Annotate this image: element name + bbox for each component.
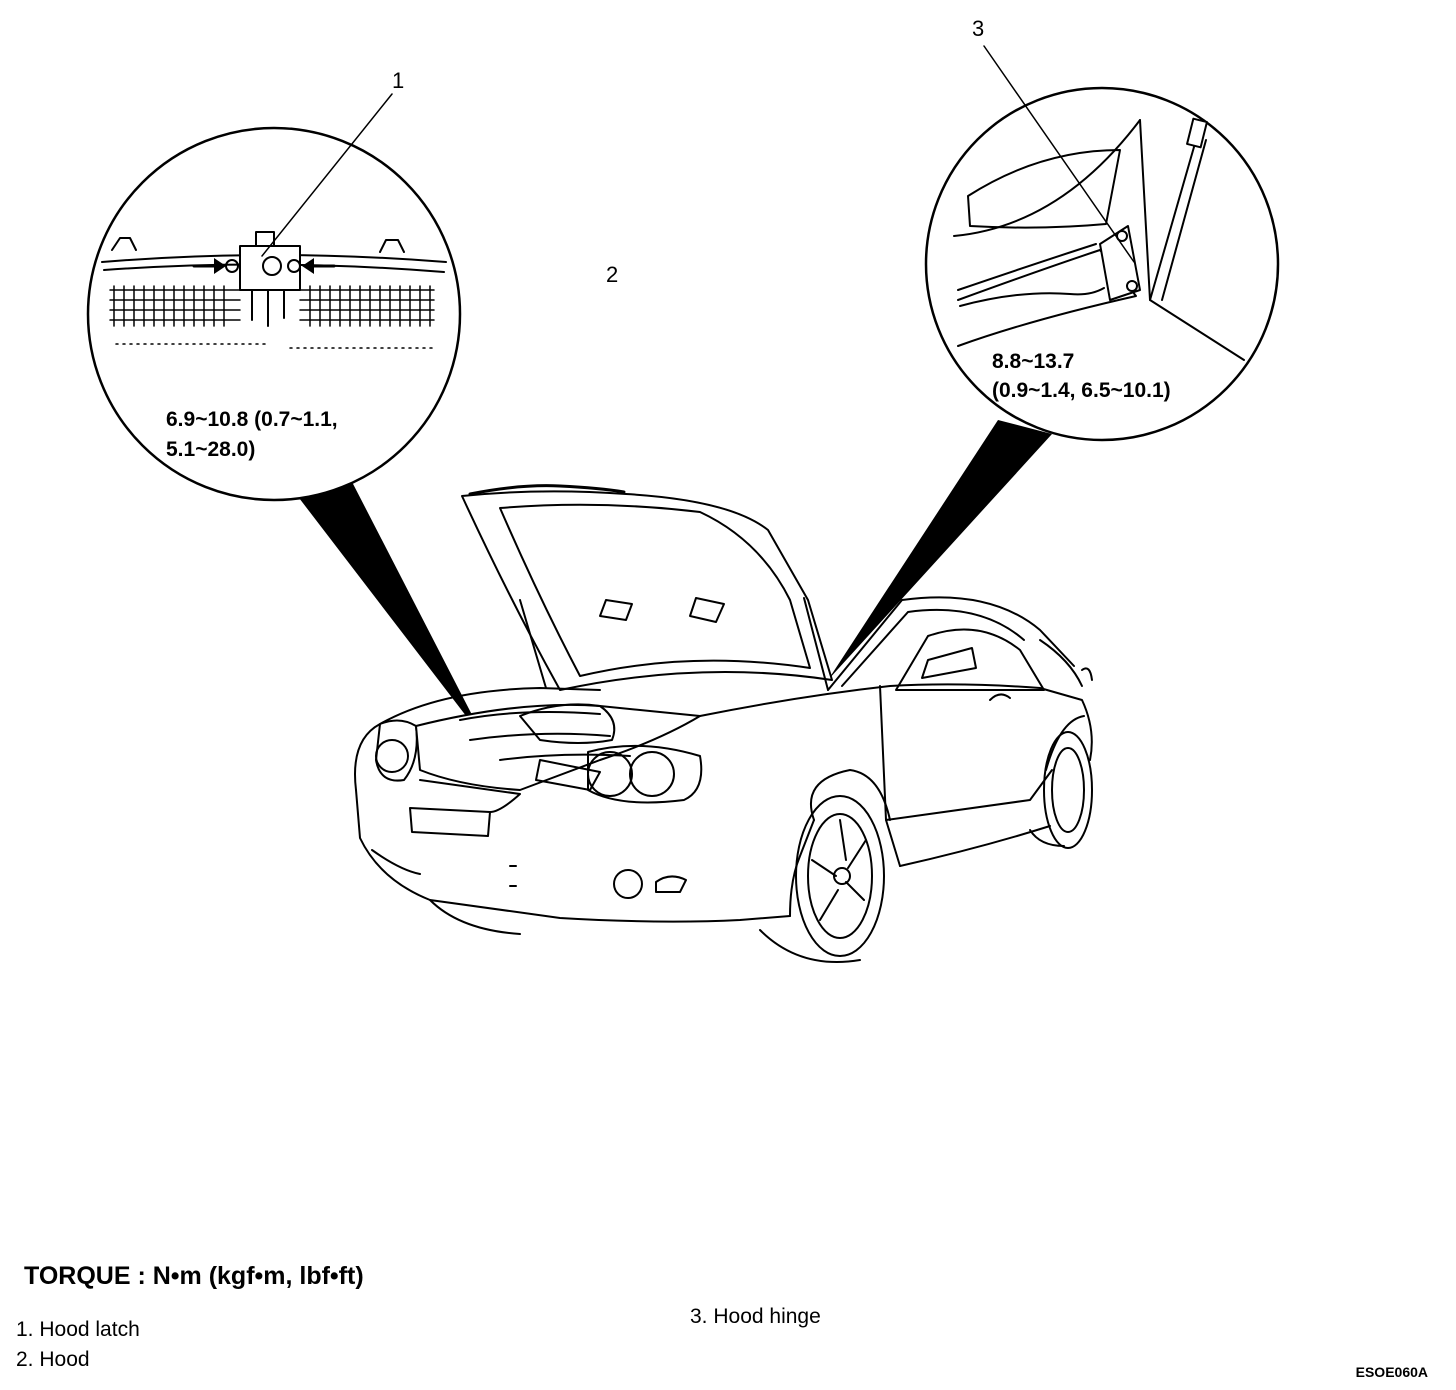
hinge-detail-circle: [924, 86, 1280, 442]
legend-item-hood: 2. Hood: [16, 1348, 90, 1371]
latch-torque-spec-line1: 6.9~10.8 (0.7~1.1,: [166, 408, 338, 431]
torque-unit-label: TORQUE : N•m (kgf•m, lbf•ft): [24, 1262, 364, 1290]
car-illustration: [354, 484, 1093, 963]
latch-torque-spec-line2: 5.1~28.0): [166, 438, 256, 461]
figure-code: ESOE060A: [1355, 1364, 1428, 1380]
callout-hood: 2: [606, 262, 619, 287]
hinge-torque-spec-line2: (0.9~1.4, 6.5~10.1): [992, 379, 1171, 402]
hinge-detail-view: [924, 45, 1280, 442]
latch-detail-circle: [86, 126, 462, 502]
hinge-pointer-wedge: [828, 420, 1052, 680]
latch-pointer-wedge: [296, 478, 486, 742]
latch-detail-view: [86, 93, 462, 502]
legend-item-hood-hinge: 3. Hood hinge: [690, 1305, 821, 1328]
callout-hood-latch: 1: [392, 68, 405, 93]
legend-item-hood-latch: 1. Hood latch: [16, 1318, 140, 1341]
callout-hood-hinge: 3: [972, 16, 985, 41]
hinge-torque-spec-line1: 8.8~13.7: [992, 350, 1075, 373]
